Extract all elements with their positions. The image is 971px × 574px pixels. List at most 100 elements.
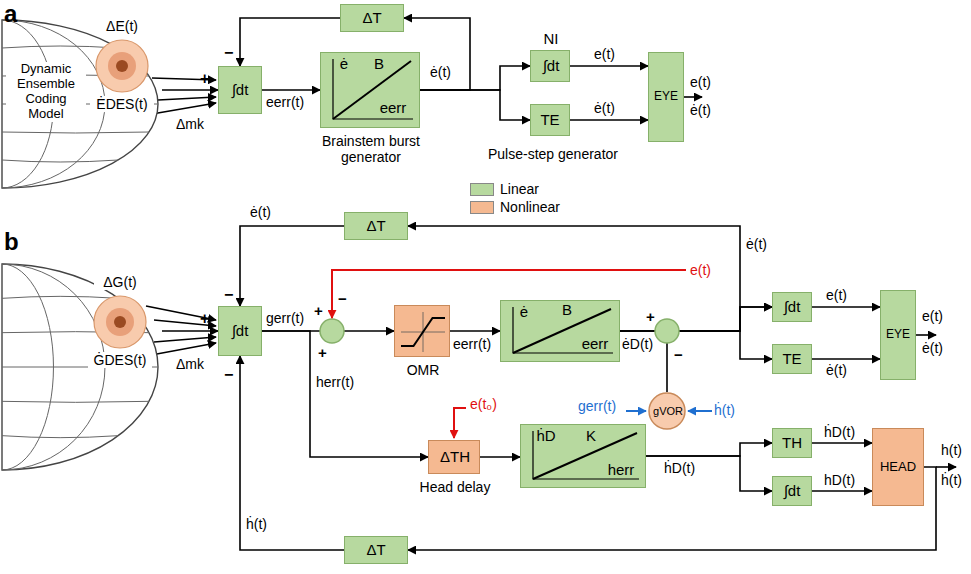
signal-name: ḣ(t) [714, 402, 735, 418]
burst-figure [321, 53, 421, 129]
block-label: TE [782, 350, 801, 367]
block-label: gVOR [653, 405, 683, 418]
signal-name: ė(t) [826, 362, 847, 378]
sum-junction [655, 319, 679, 343]
block-label: ė [336, 55, 352, 72]
signal-name: e(t) [826, 287, 847, 303]
block-label: HEAD [880, 460, 916, 475]
time-constant-box: TH [772, 428, 812, 458]
panel-letter: a [4, 0, 17, 28]
signal-name: Δmk [176, 356, 204, 372]
signal-name: ė(t) [594, 100, 615, 116]
time-constant-box: TE [772, 344, 812, 374]
signal-name: e(t) [922, 308, 943, 324]
signal-name: ė(t) [690, 102, 711, 118]
block-label: Head delay [411, 479, 499, 495]
block-label: NI [531, 30, 571, 47]
block-label: ĖDES(t) [90, 96, 154, 112]
sign-mark: − [224, 366, 233, 384]
burst-figure [501, 301, 621, 363]
block-label: ΔTH [429, 448, 481, 465]
signal-connector [450, 330, 500, 332]
legend-row: Linear [470, 180, 560, 198]
block-label: ΔT [366, 541, 385, 558]
block-label: eerr [373, 99, 413, 116]
signal-name: ė(t) [250, 204, 271, 220]
block-label: ∫dt [232, 81, 249, 98]
sign-mark: + [200, 310, 209, 328]
neural-integrator: NI∫dt [530, 50, 570, 82]
delay-box: ΔT [344, 212, 408, 240]
red-signal-line [454, 408, 466, 438]
signal-connector [570, 65, 648, 67]
input-arrows [146, 78, 956, 467]
delay-box: ΔT [340, 4, 404, 32]
blue-signal-line [688, 410, 712, 412]
block-label: eerr [575, 335, 615, 352]
eye-plant: EYE [880, 290, 916, 380]
signal-connector [240, 226, 344, 306]
block-label: ∫dt [232, 322, 249, 339]
legend-swatch [470, 183, 494, 196]
signal-connector [480, 456, 520, 458]
signal-name: eerr(t) [266, 94, 304, 110]
signal-connector [812, 358, 880, 360]
block-label: TE [540, 111, 559, 128]
block-label: EYE [886, 328, 910, 342]
signal-name: e(t) [690, 262, 711, 278]
block-label: K [581, 427, 601, 444]
signal-connector [646, 456, 772, 491]
sum-junction [320, 319, 344, 343]
legend-swatch [470, 201, 494, 214]
block-label: TH [782, 434, 802, 451]
block-label: Dynamic Ensemble Coding Model [6, 62, 86, 122]
signal-name: h(t) [941, 442, 962, 458]
block-label: ΔT [366, 217, 385, 234]
head-delay: ΔTHHead delay [428, 440, 480, 474]
signal-name: gerr(t) [578, 398, 616, 414]
signal-connector [812, 490, 872, 492]
integrator-box: ∫dt [218, 66, 262, 114]
signal-name: ė(t) [430, 64, 451, 80]
signal-name: e(t₀) [470, 396, 497, 412]
block-label: EYE [654, 90, 678, 104]
signal-name: ḣD(t) [664, 460, 695, 476]
omr-figure [395, 306, 451, 358]
block-label: ḣD [535, 427, 557, 444]
block-label: ∫dt [784, 298, 801, 315]
signal-name: ḣD(t) [824, 424, 855, 440]
signal-connector [812, 306, 880, 308]
block-caption: Pulse-step generator [488, 146, 618, 162]
sign-mark: + [318, 344, 327, 361]
block-label: B [369, 55, 389, 72]
sign-mark: + [646, 308, 655, 325]
block-label: ė [516, 303, 532, 320]
signal-name: herr(t) [316, 374, 354, 390]
legend-text: Linear [500, 181, 539, 197]
signal-name: e(t) [690, 74, 711, 90]
block-label: OMR [385, 362, 461, 378]
sign-mark: − [338, 290, 347, 307]
signal-connector [570, 119, 648, 121]
integrator-box: ∫dt [218, 306, 262, 356]
time-constant-box: TE [530, 104, 570, 136]
signal-name: e(t) [594, 46, 615, 62]
sign-mark: − [224, 44, 233, 62]
signal-name: Δmk [176, 116, 204, 132]
signal-name: ė(t) [922, 340, 943, 356]
burst-generator: ėBeerrBrainstem burst generator [320, 52, 420, 128]
sign-mark: − [674, 346, 683, 363]
block-label: ∫dt [784, 482, 801, 499]
signal-connector [162, 330, 218, 332]
block-label: ĠDES(t) [88, 352, 152, 368]
legend-row: Nonlinear [470, 198, 560, 216]
signal-name: ė(t) [746, 236, 767, 252]
ensemble-model: ΔG(t)ĠDES(t) [2, 262, 162, 472]
integrator-box: ∫dt [772, 292, 812, 322]
head-burst-generator: ḣDKherr [520, 424, 646, 488]
signal-connector [667, 307, 772, 392]
signal-connector [408, 467, 936, 550]
signal-name: hD(t) [824, 472, 855, 488]
